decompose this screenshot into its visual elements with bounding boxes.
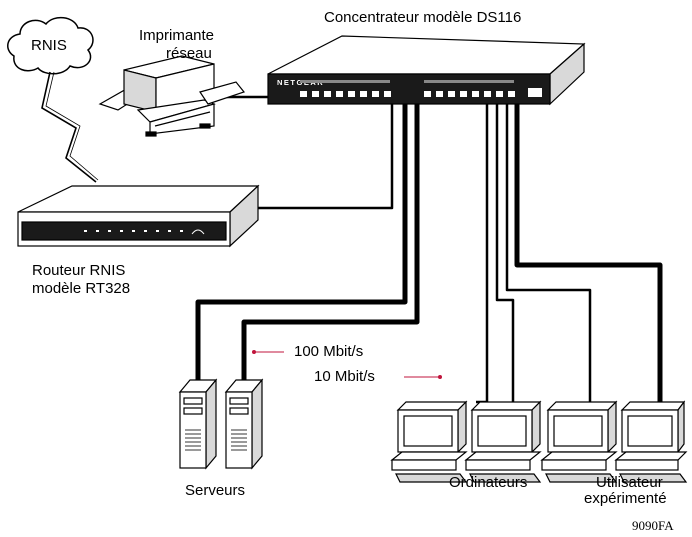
hub-status-leds bbox=[424, 80, 514, 83]
hub-ds116: NETGEAR bbox=[267, 35, 586, 106]
hub-label: Concentrateur modèle DS116 bbox=[324, 9, 522, 26]
keyboard-icon bbox=[545, 473, 618, 483]
hub-front-panel bbox=[267, 73, 551, 105]
printer-foot bbox=[145, 131, 157, 137]
monitor-back bbox=[620, 401, 686, 411]
server-drive-bay bbox=[183, 407, 203, 415]
monitor-screen-inner bbox=[477, 415, 527, 447]
monitor-side bbox=[531, 400, 541, 454]
monitor-side bbox=[607, 400, 617, 454]
hub-port-group-2 bbox=[424, 91, 515, 97]
computer-base bbox=[390, 451, 468, 461]
monitor-screen-inner bbox=[627, 415, 673, 447]
computer-2 bbox=[464, 400, 542, 483]
printer-label-line2: réseau bbox=[166, 45, 212, 62]
lightning-bolt-icon bbox=[41, 71, 97, 183]
speed-legend bbox=[252, 350, 442, 379]
cloud-label: RNIS bbox=[31, 37, 67, 54]
monitor-back bbox=[396, 401, 468, 411]
cable-hub-router bbox=[258, 92, 394, 210]
speed-10-label: 10 Mbit/s bbox=[314, 368, 375, 385]
computer-base-front bbox=[391, 459, 457, 471]
rnis-cloud bbox=[7, 16, 99, 183]
printer-foot bbox=[199, 123, 211, 129]
legend-dot-100 bbox=[252, 350, 256, 354]
keyboard-icon bbox=[395, 473, 468, 483]
computer-3 bbox=[540, 400, 618, 483]
monitor-screen-inner bbox=[553, 415, 603, 447]
speed-100-label: 100 Mbit/s bbox=[294, 343, 364, 360]
router-top bbox=[17, 185, 260, 213]
printer-label-line1: Imprimante bbox=[139, 27, 215, 44]
computer-base bbox=[540, 451, 618, 461]
server-side bbox=[205, 378, 217, 470]
cable-hub-computer-2 bbox=[495, 92, 515, 402]
keyboard-icon bbox=[469, 473, 542, 483]
keyboard-icon bbox=[619, 473, 688, 483]
computer-base bbox=[464, 451, 542, 461]
lightning-bolt-shadow bbox=[45, 71, 99, 181]
computers-label: Ordinateurs bbox=[449, 474, 528, 491]
power-user-label-line2: expérimenté bbox=[584, 490, 667, 507]
hub-power-switch bbox=[528, 88, 542, 97]
computer-1 bbox=[390, 400, 468, 483]
server-drive-bay bbox=[183, 397, 203, 405]
cable-hub-computer-3 bbox=[505, 92, 592, 402]
printer-paper-output bbox=[199, 81, 246, 105]
server-drive-bay bbox=[229, 407, 249, 415]
cable-hub-power-user bbox=[514, 92, 663, 402]
isdn-router-rt328 bbox=[17, 184, 260, 248]
computer-power-user bbox=[614, 400, 688, 483]
server-side bbox=[251, 378, 263, 470]
computer-base-front bbox=[615, 459, 679, 471]
cable-hub-server-1 bbox=[195, 92, 408, 385]
hub-top bbox=[267, 35, 586, 75]
router-front-panel bbox=[21, 221, 227, 241]
server-1 bbox=[178, 378, 218, 470]
server-vents bbox=[231, 429, 247, 451]
monitor-back bbox=[470, 401, 542, 411]
figure-code: 9090FA bbox=[632, 518, 674, 533]
printer-slot bbox=[154, 111, 211, 127]
hub-brand-logo: NETGEAR bbox=[277, 78, 324, 87]
cable-hub-computer-1 bbox=[476, 92, 489, 404]
monitor-side bbox=[677, 400, 685, 454]
cable-hub-server-2 bbox=[241, 92, 420, 385]
server-2 bbox=[224, 378, 264, 470]
server-vents bbox=[185, 429, 201, 451]
router-label-line2: modèle RT328 bbox=[32, 280, 131, 297]
monitor-side bbox=[457, 400, 467, 454]
network-printer bbox=[98, 55, 246, 137]
server-drive-bay bbox=[229, 397, 249, 405]
hub-port-group-1 bbox=[300, 91, 391, 97]
monitor-screen-inner bbox=[403, 415, 453, 447]
monitor-back bbox=[546, 401, 618, 411]
hub-status-leds bbox=[300, 80, 390, 83]
servers-label: Serveurs bbox=[185, 482, 246, 499]
computer-base-front bbox=[465, 459, 531, 471]
cloud-shape bbox=[7, 16, 94, 75]
legend-dot-10 bbox=[438, 375, 442, 379]
computer-base-front bbox=[541, 459, 607, 471]
router-leds bbox=[84, 229, 205, 235]
printer-front bbox=[123, 69, 157, 113]
power-user-label-line1: Utilisateur bbox=[596, 474, 663, 491]
cables bbox=[195, 92, 663, 404]
router-label-line1: Routeur RNIS bbox=[32, 262, 126, 279]
computer-base bbox=[614, 451, 688, 461]
